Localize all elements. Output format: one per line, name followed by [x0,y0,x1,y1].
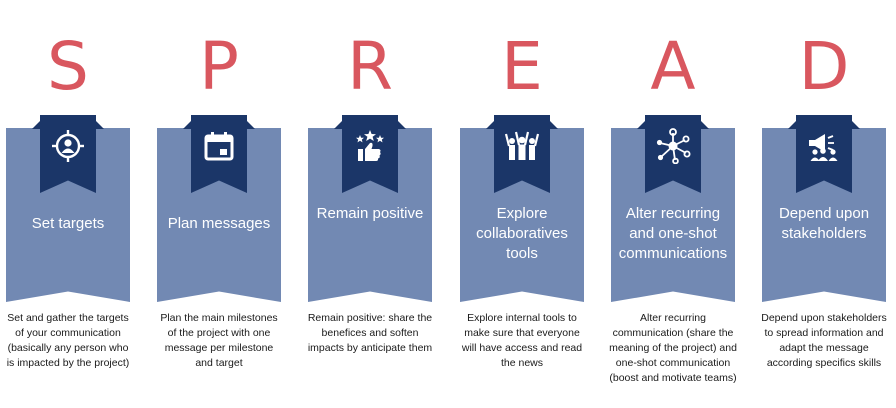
icon-ribbon [796,115,852,193]
step-description: Plan the main milestones of the project … [160,312,278,369]
step-letter: D [798,28,850,105]
step-title: Remain positive [316,205,424,222]
step-title: Explore collaboratives tools [476,205,568,262]
step-title: Set targets [31,215,105,232]
step-p: P Plan messages Plan the main milestones… [157,0,281,408]
step-description: Explore internal tools to make sure that… [461,312,583,369]
calendar-icon [204,132,234,161]
step-title: Depend upon stakeholders [778,205,870,242]
step-e: E Explore collaboratives tools Explore i… [460,0,584,408]
team-cheer-icon [504,131,540,160]
step-d: D Depend upon stakeholders Depend upon s… [761,0,887,408]
step-a: A Alter recurring and one-shot communica… [609,0,737,408]
step-s: S Set targets Set and gather the targets… [6,0,130,408]
step-description: Alter recurring communication (share the… [609,312,737,384]
thumbs-up-stars-icon [356,130,384,161]
step-letter: P [199,28,239,105]
step-letter: A [650,28,696,105]
step-title: Alter recurring and one-shot communicati… [618,205,728,262]
step-letter: S [47,28,89,105]
icon-ribbon [40,115,96,193]
network-hub-icon [656,128,691,164]
step-r: R Remain positive Remain positive: share… [308,0,432,408]
step-letter: R [347,28,393,105]
step-description: Set and gather the targets of your commu… [6,312,130,369]
step-description: Depend upon stakeholders to spread infor… [761,312,887,369]
megaphone-people-icon [809,134,838,161]
step-letter: E [501,28,543,105]
step-description: Remain positive: share the benefices and… [307,312,433,354]
icon-ribbon [191,115,247,193]
step-title: Plan messages [167,215,271,232]
target-person-icon [52,130,84,162]
icon-ribbon [645,115,701,193]
